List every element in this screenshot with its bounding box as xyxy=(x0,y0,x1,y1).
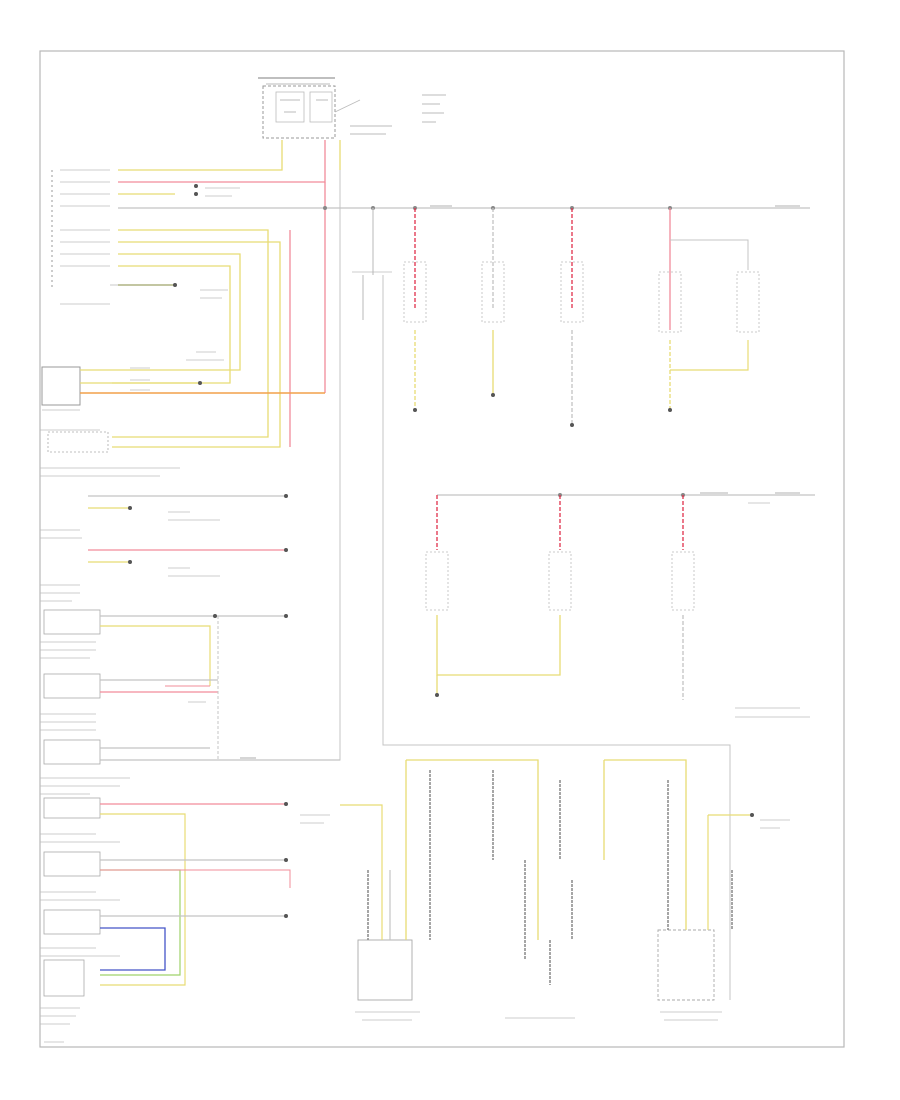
diagram-frame xyxy=(39,50,845,1048)
left-dimmer-module xyxy=(41,366,325,411)
switch-panel-wires xyxy=(112,229,291,448)
bottom-rear-lamps xyxy=(300,759,790,1021)
fuse-feed-wires xyxy=(118,140,341,761)
middle-lamp-row xyxy=(425,492,815,718)
upper-lamp-row xyxy=(352,208,760,1000)
left-connector-blocks xyxy=(40,429,340,1025)
fuse-box xyxy=(258,77,446,139)
left-switch-panel xyxy=(51,169,240,305)
top-bus xyxy=(118,193,810,210)
